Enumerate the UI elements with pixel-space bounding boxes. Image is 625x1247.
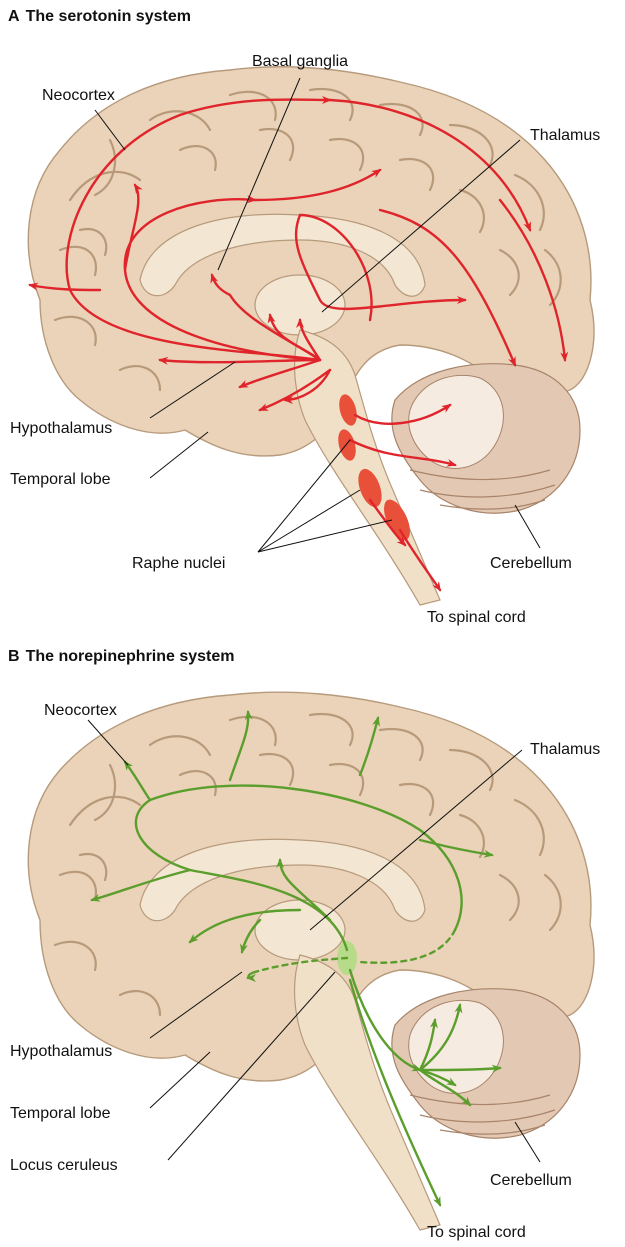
label-neocortex-b: Neocortex bbox=[44, 702, 117, 719]
label-temporal-lobe-b: Temporal lobe bbox=[10, 1105, 111, 1122]
label-hypothalamus-b: Hypothalamus bbox=[10, 1043, 112, 1060]
label-thalamus-a: Thalamus bbox=[530, 127, 600, 144]
serotonin-brain-diagram: Neocortex Basal ganglia Thalamus Hypotha… bbox=[0, 0, 625, 630]
label-cerebellum-a: Cerebellum bbox=[490, 555, 572, 572]
label-raphe-nuclei: Raphe nuclei bbox=[132, 555, 225, 572]
label-basal-ganglia: Basal ganglia bbox=[252, 53, 348, 70]
label-spinal-cord-b: To spinal cord bbox=[427, 1224, 526, 1241]
label-locus-ceruleus: Locus ceruleus bbox=[10, 1157, 118, 1174]
norepinephrine-brain-diagram: Neocortex Thalamus Hypothalamus Temporal… bbox=[0, 630, 625, 1247]
label-hypothalamus-a: Hypothalamus bbox=[10, 420, 112, 437]
label-thalamus-b: Thalamus bbox=[530, 741, 600, 758]
brain-illustration-b bbox=[28, 692, 594, 1230]
brain-illustration-a bbox=[28, 67, 594, 605]
label-temporal-lobe-a: Temporal lobe bbox=[10, 471, 111, 488]
label-cerebellum-b: Cerebellum bbox=[490, 1172, 572, 1189]
label-spinal-cord-a: To spinal cord bbox=[427, 609, 526, 626]
label-neocortex-a: Neocortex bbox=[42, 87, 115, 104]
